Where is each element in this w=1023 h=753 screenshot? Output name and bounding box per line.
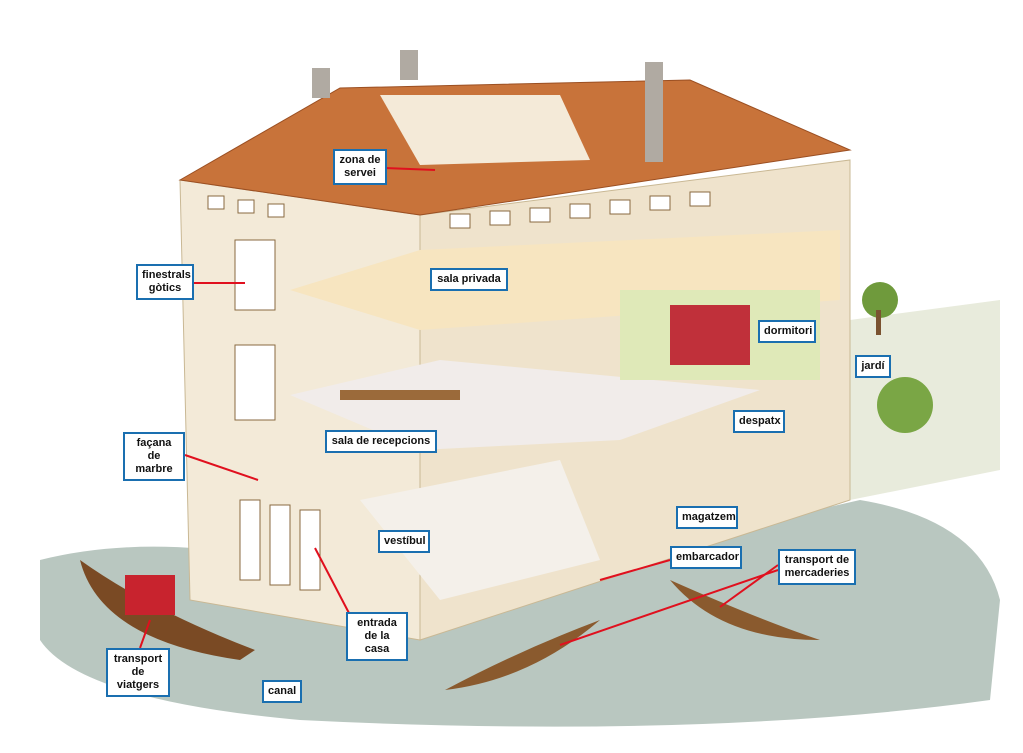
label-canal: canal — [262, 680, 302, 703]
leader-lines — [139, 167, 779, 649]
label-magatzem: magatzem — [676, 506, 738, 529]
label-sala-privada: sala privada — [430, 268, 508, 291]
label-transport-viatgers: transport de viatgers — [106, 648, 170, 697]
label-entrada: entrada de la casa — [346, 612, 408, 661]
label-dormitori: dormitori — [758, 320, 816, 343]
table — [340, 390, 460, 400]
gondola-passengers — [80, 560, 255, 660]
floor-mid — [290, 360, 760, 450]
chimney — [400, 50, 418, 80]
label-facana: façana de marbre — [123, 432, 185, 481]
label-transport-mercaderies: transport de mercaderies — [778, 549, 856, 585]
roof-opening — [380, 95, 590, 165]
label-embarcador: embarcador — [670, 546, 742, 569]
label-sala-recepcions: sala de recepcions — [325, 430, 437, 453]
label-zona-servei: zona de servei — [333, 149, 387, 185]
gondola-cabin — [125, 575, 175, 615]
boat-goods-2 — [670, 580, 820, 640]
bush — [877, 377, 933, 433]
boat-goods-1 — [445, 620, 600, 690]
tree — [862, 282, 898, 318]
bed — [670, 305, 750, 365]
canal-water — [40, 500, 1000, 727]
label-despatx: despatx — [733, 410, 785, 433]
chimney — [645, 62, 663, 162]
chimney — [312, 68, 330, 98]
floor-low — [360, 460, 600, 600]
label-vestibul: vestíbul — [378, 530, 430, 553]
label-finestrals: finestrals gòtics — [136, 264, 194, 300]
label-jardi: jardí — [855, 355, 891, 378]
